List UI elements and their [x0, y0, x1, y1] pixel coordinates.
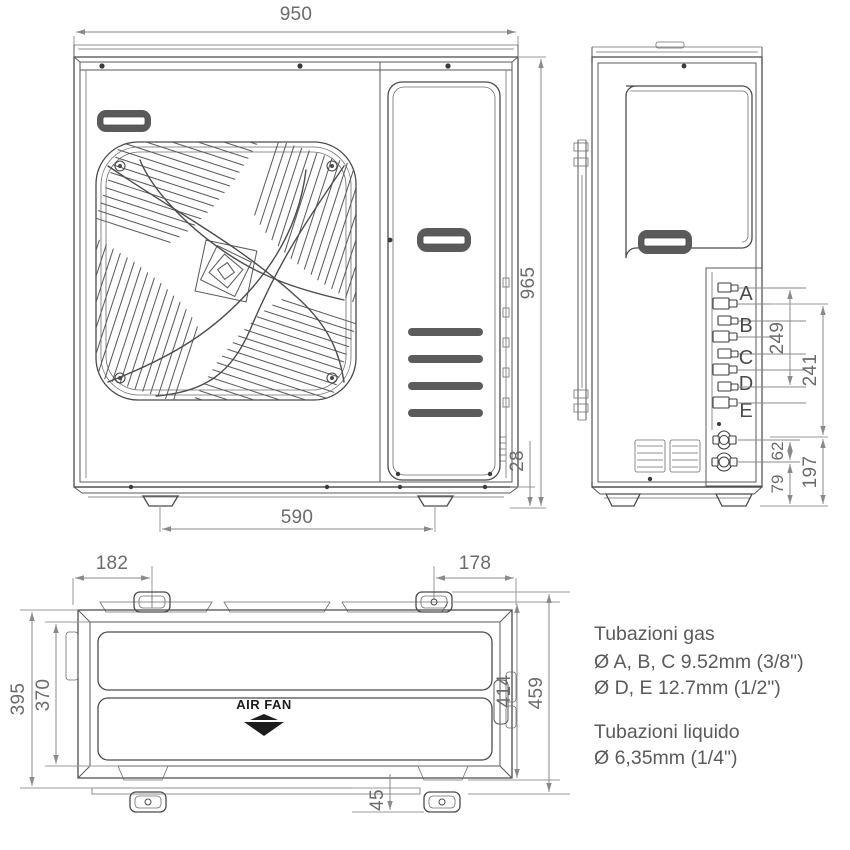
air-fan-label: AIR FAN	[236, 697, 292, 712]
dim-label-965: 965	[518, 267, 539, 300]
note-liquid-line-1: Ø 6,35mm (1/4")	[594, 747, 737, 769]
side-hinge-rail	[573, 139, 589, 421]
dim-label-395: 395	[8, 683, 29, 716]
fan-grille	[95, 141, 357, 401]
dimension-395: 395	[8, 609, 92, 789]
dimension-241: 241	[770, 303, 828, 438]
dim-label-62: 62	[768, 442, 787, 461]
panel-handle	[417, 228, 471, 252]
note-gas-heading: Tubazioni gas	[594, 623, 715, 645]
dim-label-182: 182	[96, 553, 129, 574]
dim-label-249: 249	[767, 322, 788, 355]
bottom-foot-bottom-right	[417, 765, 469, 813]
port-label-b: B	[739, 315, 752, 337]
dimension-45: 45	[352, 774, 424, 813]
bottom-foot-bottom-left	[117, 765, 169, 813]
dim-label-590: 590	[281, 507, 314, 528]
dim-label-79: 79	[768, 475, 787, 494]
dimension-414: 414	[452, 601, 560, 781]
port-label-a: A	[739, 283, 753, 305]
note-liquid-heading: Tubazioni liquido	[594, 721, 740, 743]
notes-block: Tubazioni gas Ø A, B, C 9.52mm (3/8") Ø …	[594, 623, 804, 769]
port-label-e: E	[739, 400, 752, 422]
front-service-panel	[379, 62, 501, 482]
note-gas-line-2: Ø D, E 12.7mm (1/2")	[594, 677, 781, 699]
dimension-62: 62	[738, 439, 800, 463]
note-gas-line-1: Ø A, B, C 9.52mm (3/8")	[594, 651, 804, 673]
dim-label-414: 414	[494, 675, 515, 708]
port-label-c: C	[739, 347, 753, 369]
side-liquid-valves	[711, 430, 738, 472]
dimension-370: 370	[33, 621, 118, 767]
dimension-249: 249	[767, 290, 793, 385]
port-label-d: D	[739, 373, 753, 395]
dim-label-197: 197	[800, 456, 821, 489]
dim-label-950: 950	[280, 4, 313, 25]
front-view	[73, 44, 519, 507]
dim-label-45: 45	[367, 789, 388, 811]
dimension-overall-width: 950	[73, 4, 519, 58]
dimension-overall-height: 965	[518, 56, 546, 509]
dimension-197: 197	[760, 439, 828, 507]
dim-label-178: 178	[459, 553, 492, 574]
dim-label-28: 28	[507, 450, 528, 472]
dimension-base-height: 28	[507, 441, 535, 509]
dimension-foot-spacing: 590	[159, 506, 436, 532]
dim-label-459: 459	[526, 677, 547, 710]
side-vents	[634, 439, 701, 482]
bottom-foot-top-left	[133, 591, 171, 613]
dimension-459: 459	[452, 591, 570, 795]
side-view	[573, 41, 763, 507]
dimension-182: 182	[72, 553, 153, 605]
front-handle-top-left	[97, 110, 151, 132]
dim-label-241: 241	[800, 354, 821, 387]
side-pipe-column	[705, 267, 763, 487]
front-base	[73, 484, 519, 507]
dim-label-370: 370	[33, 679, 54, 712]
front-right-rail	[502, 70, 510, 478]
port-labels: A B C D E	[736, 283, 806, 422]
dimension-79: 79	[768, 464, 793, 504]
down-chevron-icon	[244, 714, 284, 736]
bottom-view: AIR FAN	[65, 591, 517, 813]
front-lower-vents	[499, 436, 506, 462]
side-handle	[638, 230, 692, 254]
